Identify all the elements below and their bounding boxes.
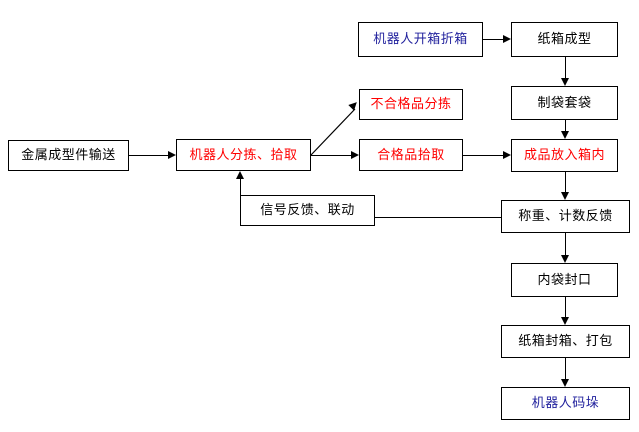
node-signal-feedback-label: 信号反馈、联动 — [260, 203, 355, 218]
node-qualified-pick-label: 合格品拾取 — [377, 147, 445, 163]
edge-metal-to-sort-arrow — [168, 151, 176, 159]
node-carton-seal-pack-label: 纸箱封箱、打包 — [518, 334, 613, 349]
node-metal-feed[interactable]: 金属成型件输送 — [8, 140, 129, 171]
edge-seal-to-palletize-arrow — [561, 379, 569, 387]
edge-forming-to-bag-line — [565, 57, 566, 79]
node-robot-sort-pick[interactable]: 机器人分拣、拾取 — [176, 139, 311, 171]
edge-metal-to-sort-line — [129, 155, 168, 156]
node-qualified-pick[interactable]: 合格品拾取 — [359, 139, 463, 171]
node-weigh-count-feedback-label: 称重、计数反馈 — [518, 209, 613, 224]
node-robot-open-carton-label: 机器人开箱折箱 — [373, 32, 468, 47]
edge-qualified-to-product-arrow — [503, 151, 511, 159]
node-weigh-count-feedback[interactable]: 称重、计数反馈 — [501, 200, 630, 233]
edge-product-to-weigh-line — [565, 172, 566, 193]
node-carton-seal-pack[interactable]: 纸箱封箱、打包 — [501, 325, 630, 358]
node-metal-feed-label: 金属成型件输送 — [21, 148, 116, 163]
edge-sort-to-qualified-line — [311, 155, 351, 156]
edge-bag-to-product-line — [565, 120, 566, 132]
edge-innerbag-to-seal-arrow — [561, 317, 569, 325]
edge-bag-to-product-arrow — [561, 131, 569, 139]
node-signal-feedback[interactable]: 信号反馈、联动 — [240, 195, 375, 226]
edge-open-to-forming-arrow — [503, 35, 511, 43]
edge-sort-to-reject-line — [310, 108, 356, 156]
node-robot-palletize[interactable]: 机器人码垛 — [501, 387, 630, 420]
edge-forming-to-bag-arrow — [561, 78, 569, 86]
edge-innerbag-to-seal-line — [565, 297, 566, 317]
edge-feedback-arrow — [236, 171, 244, 179]
node-reject-sort[interactable]: 不合格品分拣 — [359, 89, 463, 120]
edge-weigh-to-innerbag-line — [565, 233, 566, 255]
edge-sort-to-qualified-arrow — [351, 151, 359, 159]
edge-weigh-to-innerbag-arrow — [561, 255, 569, 263]
node-product-into-carton-label: 成品放入箱内 — [523, 148, 605, 163]
edge-product-to-weigh-arrow — [561, 192, 569, 200]
edge-qualified-to-product-line — [463, 155, 504, 156]
edge-open-to-forming-line — [483, 39, 504, 40]
edge-seal-to-palletize-line — [565, 358, 566, 379]
node-inner-bag-seal-label: 内袋封口 — [537, 272, 592, 288]
node-inner-bag-seal[interactable]: 内袋封口 — [511, 263, 618, 297]
node-carton-forming-label: 纸箱成型 — [537, 32, 592, 47]
node-robot-sort-pick-label: 机器人分拣、拾取 — [189, 147, 298, 163]
node-carton-forming[interactable]: 纸箱成型 — [511, 22, 618, 57]
node-product-into-carton[interactable]: 成品放入箱内 — [511, 139, 618, 172]
node-robot-palletize-label: 机器人码垛 — [531, 396, 600, 411]
node-bag-making-label: 制袋套袋 — [537, 95, 592, 111]
node-reject-sort-label: 不合格品分拣 — [370, 97, 452, 112]
node-bag-making[interactable]: 制袋套袋 — [511, 86, 618, 120]
node-robot-open-carton[interactable]: 机器人开箱折箱 — [358, 22, 483, 57]
